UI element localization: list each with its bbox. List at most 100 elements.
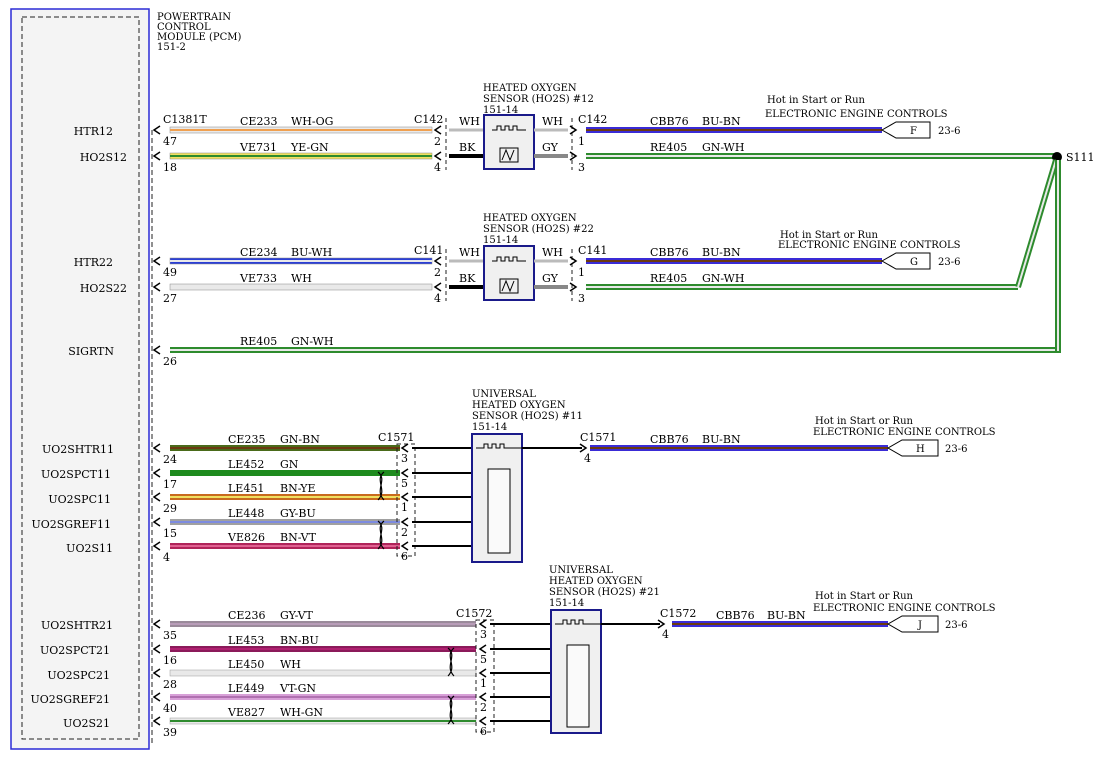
pin-number: 1 bbox=[401, 501, 408, 514]
pin-number: 40 bbox=[163, 702, 177, 715]
pin-number: 17 bbox=[163, 478, 177, 491]
wire-color: BU-BN bbox=[767, 609, 806, 622]
pin-number: 1 bbox=[480, 677, 487, 690]
sensor-title: UNIVERSAL bbox=[549, 565, 613, 576]
ref-tag-letter: G bbox=[910, 257, 918, 268]
wire-color: WH-GN bbox=[280, 706, 323, 719]
sensor-title: SENSOR (HO2S) #21 bbox=[549, 587, 660, 598]
wire-le452: LE452 GN bbox=[170, 458, 400, 476]
twisted-pair-icon bbox=[447, 695, 455, 725]
pin-number: 26 bbox=[163, 355, 177, 368]
c1571-arrows bbox=[400, 443, 409, 551]
wire-color: GN-WH bbox=[702, 272, 744, 285]
ref-tag-letter: F bbox=[910, 126, 917, 137]
wire-ce234: CE234 BU-WH bbox=[169, 246, 433, 265]
wire-circuit: CE235 bbox=[228, 433, 265, 446]
wire-color: GN-WH bbox=[291, 335, 333, 348]
wire-color: BU-WH bbox=[291, 246, 332, 259]
ref-tag-h bbox=[886, 439, 939, 457]
pigtail-label: WH bbox=[459, 115, 480, 128]
feed-dest: ELECTRONIC ENGINE CONTROLS bbox=[813, 427, 996, 438]
wire-circuit: VE731 bbox=[239, 141, 277, 154]
sensor-element-icon bbox=[487, 468, 511, 554]
pin-number: 49 bbox=[163, 266, 177, 279]
wire-color: WH-OG bbox=[291, 115, 333, 128]
pin-number: 3 bbox=[578, 292, 585, 305]
wire-color: WH bbox=[280, 658, 301, 671]
wire-circuit: LE448 bbox=[228, 507, 264, 520]
wire-color: BN-VT bbox=[280, 531, 317, 544]
splice-s111 bbox=[1052, 152, 1062, 162]
pin-arrow bbox=[569, 125, 578, 135]
wire-circuit: LE450 bbox=[228, 658, 264, 671]
pin-label: HO2S12 bbox=[80, 151, 127, 164]
sensor-title: UNIVERSAL bbox=[472, 389, 536, 400]
pin-number: 4 bbox=[434, 161, 441, 174]
pin-arrow bbox=[152, 256, 161, 266]
twisted-pair-icon bbox=[377, 520, 385, 550]
pin-number: 2 bbox=[434, 135, 441, 148]
pin-label: UO2SPC11 bbox=[48, 493, 111, 506]
wire-circuit: LE453 bbox=[228, 634, 264, 647]
pin-arrow bbox=[579, 443, 588, 453]
sensor-title: HEATED OXYGEN bbox=[472, 400, 566, 411]
wire-ce236: CE236 GY-VT bbox=[170, 609, 476, 627]
pin-label: HTR12 bbox=[74, 125, 113, 138]
uho2s21-leads bbox=[490, 623, 551, 722]
sensor-title: 151-14 bbox=[483, 105, 518, 116]
wire-color: BU-BN bbox=[702, 433, 741, 446]
wire-circuit: RE405 bbox=[650, 272, 687, 285]
ref-page: 23-6 bbox=[945, 620, 967, 631]
pin-arrow bbox=[152, 692, 161, 702]
ref-page: 23-6 bbox=[945, 444, 967, 455]
wire-circuit: CBB76 bbox=[716, 609, 755, 622]
pin-number: 3 bbox=[480, 628, 487, 641]
wire-circuit: CE234 bbox=[240, 246, 277, 259]
pin-arrow bbox=[569, 282, 578, 292]
ref-page: 23-6 bbox=[938, 126, 960, 137]
wire-circuit: VE826 bbox=[227, 531, 265, 544]
sensor-title: HEATED OXYGEN bbox=[483, 83, 577, 94]
pin-number: 35 bbox=[163, 629, 177, 642]
pcm-connector-label: C1381T bbox=[163, 113, 207, 126]
twisted-pair-icon bbox=[377, 471, 385, 501]
pin-number: 6 bbox=[480, 725, 487, 738]
pin-number: 3 bbox=[578, 161, 585, 174]
pin-number: 1 bbox=[578, 266, 585, 279]
wire-circuit: CBB76 bbox=[650, 115, 689, 128]
pin-number: 6 bbox=[401, 550, 408, 563]
sensor-element-icon bbox=[499, 147, 519, 163]
pin-arrow bbox=[152, 443, 161, 453]
pin-number: 5 bbox=[401, 477, 408, 490]
pin-number: 28 bbox=[163, 678, 177, 691]
pin-label: UO2SPCT11 bbox=[41, 468, 111, 481]
pin-number: 4 bbox=[434, 292, 441, 305]
wire-circuit: CBB76 bbox=[650, 246, 689, 259]
pcm-title-2: CONTROL bbox=[157, 22, 211, 33]
sensor-title: SENSOR (HO2S) #12 bbox=[483, 94, 594, 105]
conn-c1571-left: C1571 bbox=[378, 431, 414, 444]
pin-number: 2 bbox=[401, 526, 408, 539]
pin-label: UO2SHTR11 bbox=[42, 443, 114, 456]
ref-tag-g bbox=[880, 252, 931, 270]
wire-color: WH bbox=[291, 272, 312, 285]
wire-circuit: RE405 bbox=[240, 335, 277, 348]
pin-label: HTR22 bbox=[74, 256, 113, 269]
pin-arrow bbox=[152, 668, 161, 678]
sensor-element-icon bbox=[499, 278, 519, 294]
pin-number: 47 bbox=[163, 135, 177, 148]
sensor-title: SENSOR (HO2S) #11 bbox=[472, 411, 583, 422]
conn-c142-right: C142 bbox=[578, 113, 607, 126]
feed-dest: ELECTRONIC ENGINE CONTROLS bbox=[813, 603, 996, 614]
wire-circuit: LE452 bbox=[228, 458, 264, 471]
wire-color: GN bbox=[280, 458, 299, 471]
pin-number: 39 bbox=[163, 726, 177, 739]
wire-le451: LE451 BN-YE bbox=[170, 482, 400, 500]
pin-number: 2 bbox=[434, 266, 441, 279]
pin-arrow bbox=[433, 125, 442, 135]
pin-number: 29 bbox=[163, 502, 177, 515]
conn-c1572-right: C1572 bbox=[660, 607, 696, 620]
conn-c1571-right: C1571 bbox=[580, 431, 616, 444]
sensor-title: SENSOR (HO2S) #22 bbox=[483, 224, 594, 235]
pin-arrow bbox=[152, 151, 161, 161]
